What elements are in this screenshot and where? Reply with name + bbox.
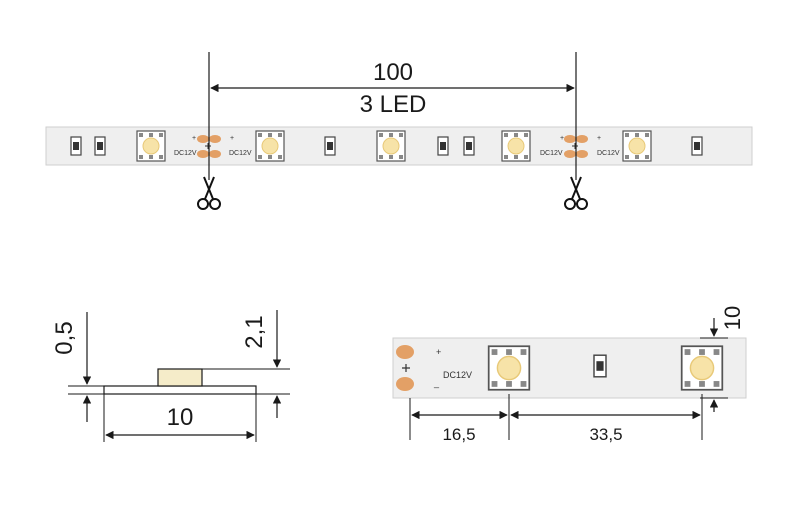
voltage-label: DC12V [229,150,252,157]
led-chip [487,345,531,391]
width-label: 10 [167,404,194,431]
plus-sign: + [597,135,601,142]
resistor [324,136,336,156]
plus-sign: + [560,135,564,142]
scissors-icon [564,176,588,210]
scissors-icon [197,176,221,210]
detail-view: + _ DC12V 16,5 33,5 10 [392,306,747,444]
cut-pads [197,135,221,158]
length-label: 100 [373,59,413,86]
voltage-label: DC12V [597,150,620,157]
strip-profile [103,385,257,395]
led-chip [376,130,406,162]
pitch-label: 33,5 [589,425,622,444]
thickness-label: 0,5 [51,321,78,354]
led-chip [136,130,166,162]
led-chip [680,345,724,391]
resistor [691,136,703,156]
top-led-strip: DC12V DC12V DC12V DC12V + + + + [45,126,753,166]
profile-view: 0,5 2,1 10 [51,310,290,442]
resistor [70,136,82,156]
resistor [94,136,106,156]
resistor [437,136,449,156]
led-chip [622,130,652,162]
led-count-label: 3 LED [360,91,427,118]
resistor [463,136,475,156]
resistor [593,354,607,378]
offset-label: 16,5 [442,425,475,444]
detail-width-label: 10 [720,306,745,330]
voltage-label: DC12V [174,150,197,157]
height-label: 2,1 [241,315,268,348]
top-dimension: 100 3 LED [208,52,577,180]
plus-sign: + [436,347,441,357]
minus-sign: _ [433,378,440,388]
led-chip [255,130,285,162]
voltage-label: DC12V [443,370,472,380]
cut-pads [564,135,588,158]
led-chip [501,130,531,162]
plus-sign: + [192,135,196,142]
cut-pads [396,345,414,391]
led-profile [157,368,203,387]
voltage-label: DC12V [540,150,563,157]
plus-sign: + [230,135,234,142]
